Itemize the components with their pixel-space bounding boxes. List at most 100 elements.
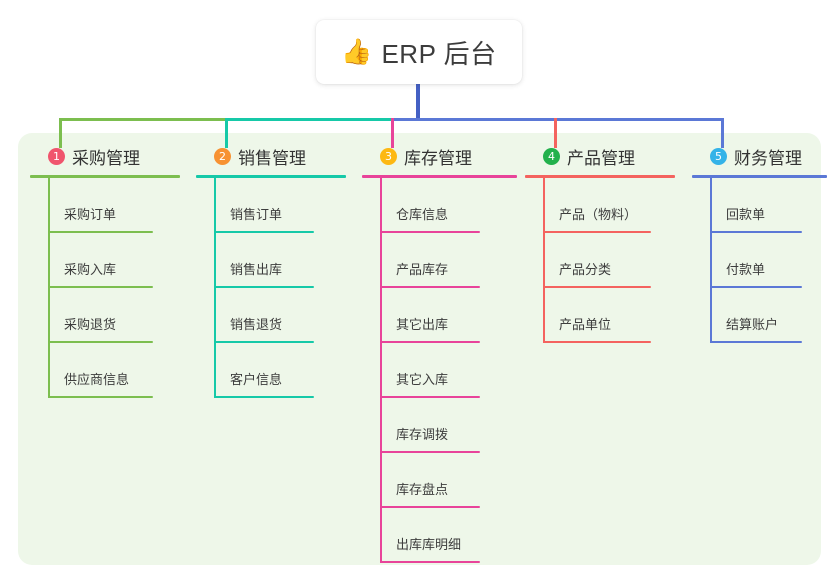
branch-item-underline [214,396,314,398]
branch-title: 采购管理 [72,148,140,168]
branch-spine-line [543,178,545,343]
trunk-line-vertical [416,80,420,121]
branch-number-badge: 3 [380,147,397,165]
branch-item[interactable]: 销售退货 [214,288,346,343]
branch-column-财务管理: 5 财务管理回款单付款单结算账户 [692,143,827,343]
branch-item[interactable]: 库存调拨 [380,398,517,453]
branch-item-underline [380,231,480,233]
drop-line-column-3 [391,118,394,148]
branch-title: 库存管理 [404,148,472,168]
drop-line-column-2 [225,118,228,148]
branch-spine-line [48,178,50,398]
branch-item-label: 其它出库 [396,317,449,332]
branch-item-underline [48,396,153,398]
branch-item[interactable]: 出库库明细 [380,508,517,563]
branch-column-库存管理: 3 库存管理仓库信息产品库存其它出库其它入库库存调拨库存盘点出库库明细 [362,143,517,563]
branch-item[interactable]: 付款单 [710,233,827,288]
branch-item-label: 采购入库 [64,262,117,277]
branch-item[interactable]: 销售出库 [214,233,346,288]
branch-item[interactable]: 销售订单 [214,178,346,233]
branch-header-underline [525,175,675,178]
branch-item-label: 销售退货 [230,317,283,332]
branch-item-list: 销售订单销售出库销售退货客户信息 [196,178,346,398]
branch-item-underline [380,561,480,563]
branch-item-underline [48,231,153,233]
branch-item-label: 产品（物料） [559,207,638,222]
branch-item-underline [543,286,651,288]
branch-item-underline [380,451,480,453]
branch-item-underline [380,396,480,398]
branch-item[interactable]: 产品分类 [543,233,675,288]
branch-item-label: 客户信息 [230,372,283,387]
drop-line-column-5 [721,118,724,148]
branch-item-list: 仓库信息产品库存其它出库其它入库库存调拨库存盘点出库库明细 [362,178,517,563]
branch-item[interactable]: 其它出库 [380,288,517,343]
branch-spine-line [710,178,712,343]
branch-item[interactable]: 结算账户 [710,288,827,343]
branch-item-underline [543,231,651,233]
branch-header-采购管理[interactable]: 1 采购管理 [30,143,180,169]
branch-item-underline [380,341,480,343]
branch-item-label: 采购退货 [64,317,117,332]
branch-title: 销售管理 [238,148,306,168]
branch-item-label: 回款单 [726,207,766,222]
branch-header-underline [362,175,517,178]
branch-item-label: 产品库存 [396,262,449,277]
branch-item-list: 采购订单采购入库采购退货供应商信息 [30,178,180,398]
branch-number-badge: 5 [710,147,727,165]
branch-item-underline [710,341,802,343]
branch-item-underline [214,286,314,288]
branch-item-list: 产品（物料） 产品分类产品单位 [525,178,675,343]
branch-item[interactable]: 回款单 [710,178,827,233]
drop-line-column-4 [554,118,557,148]
branch-item-underline [380,506,480,508]
branch-item-label: 采购订单 [64,207,117,222]
branch-item[interactable]: 产品库存 [380,233,517,288]
branch-item-label: 产品分类 [559,262,612,277]
branch-item[interactable]: 其它入库 [380,343,517,398]
branch-item-underline [543,341,651,343]
branch-header-underline [196,175,346,178]
branch-item-underline [214,341,314,343]
branch-item[interactable]: 客户信息 [214,343,346,398]
branch-item-label: 出库库明细 [396,537,462,552]
branch-item[interactable]: 仓库信息 [380,178,517,233]
drop-line-column-1 [59,118,62,148]
branch-item[interactable]: 采购入库 [48,233,180,288]
branch-item[interactable]: 采购订单 [48,178,180,233]
branch-item-label: 库存盘点 [396,482,449,497]
branch-item-underline [48,341,153,343]
branch-item-underline [380,286,480,288]
branch-item[interactable]: 供应商信息 [48,343,180,398]
branch-title: 产品管理 [567,148,635,168]
branch-header-underline [692,175,827,178]
content-panel [18,133,821,565]
thumbs-up-icon: 👍 [341,37,373,66]
branch-item[interactable]: 采购退货 [48,288,180,343]
branch-item-label: 库存调拨 [396,427,449,442]
branch-spine-line [214,178,216,398]
branch-header-财务管理[interactable]: 5 财务管理 [692,143,827,169]
branch-number-badge: 1 [48,147,65,165]
branch-item-underline [710,231,802,233]
branch-item[interactable]: 产品单位 [543,288,675,343]
branch-item-label: 产品单位 [559,317,612,332]
branch-item-label: 销售订单 [230,207,283,222]
root-node-erp-backend[interactable]: 👍 ERP 后台 [316,20,522,84]
branch-item-label: 销售出库 [230,262,283,277]
branch-header-underline [30,175,180,178]
branch-item-label: 仓库信息 [396,207,449,222]
branch-item[interactable]: 产品（物料） [543,178,675,233]
bar-segment-blue [391,118,724,121]
branch-item-label: 结算账户 [726,317,779,332]
branch-header-库存管理[interactable]: 3 库存管理 [362,143,517,169]
branch-item-underline [214,231,314,233]
branch-title: 财务管理 [734,148,802,168]
branch-item[interactable]: 库存盘点 [380,453,517,508]
branch-spine-line [380,178,382,563]
